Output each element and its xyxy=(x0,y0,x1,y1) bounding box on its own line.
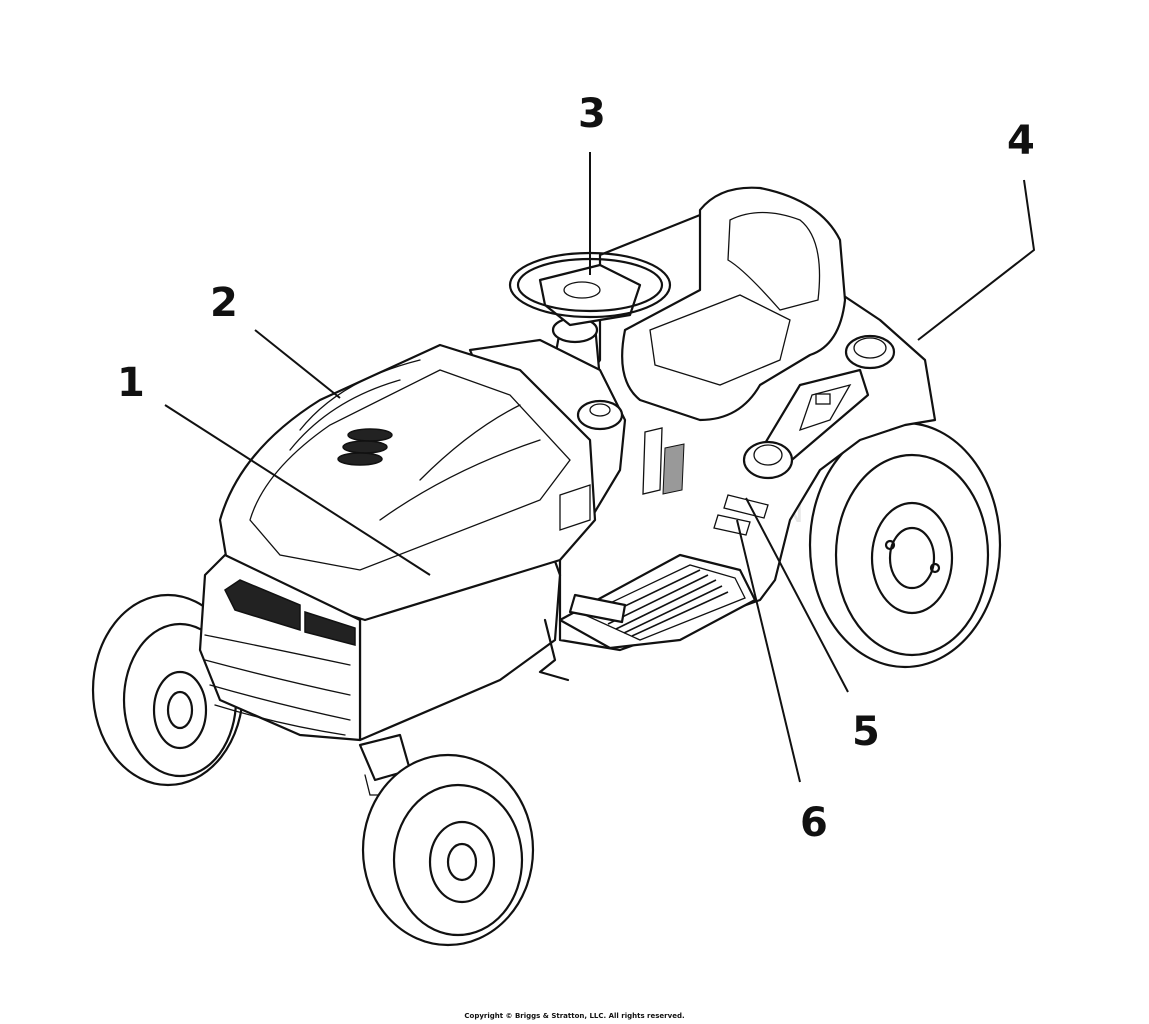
callout-1: 1 xyxy=(117,360,145,406)
hood xyxy=(198,343,597,742)
pedal xyxy=(538,593,627,682)
rear-wheel xyxy=(808,421,1002,669)
leader-line-4 xyxy=(917,179,1036,341)
leader-line-2 xyxy=(254,329,341,399)
front-right-wheel xyxy=(361,753,535,947)
callout-5: 5 xyxy=(852,709,880,755)
copyright-notice: Copyright © Briggs & Stratton, LLC. All … xyxy=(464,1012,685,1020)
leader-lines xyxy=(164,152,1036,783)
leader-line-6 xyxy=(736,519,801,783)
callout-2: 2 xyxy=(210,280,238,326)
callout-3: 3 xyxy=(578,91,606,137)
footrest xyxy=(558,553,757,650)
callout-6: 6 xyxy=(800,800,828,846)
leader-line-1 xyxy=(164,404,431,576)
leader-line-5 xyxy=(745,497,849,693)
callout-4: 4 xyxy=(1007,118,1035,164)
seat xyxy=(621,186,847,422)
callouts: 1 2 3 4 5 6 xyxy=(117,91,1035,846)
